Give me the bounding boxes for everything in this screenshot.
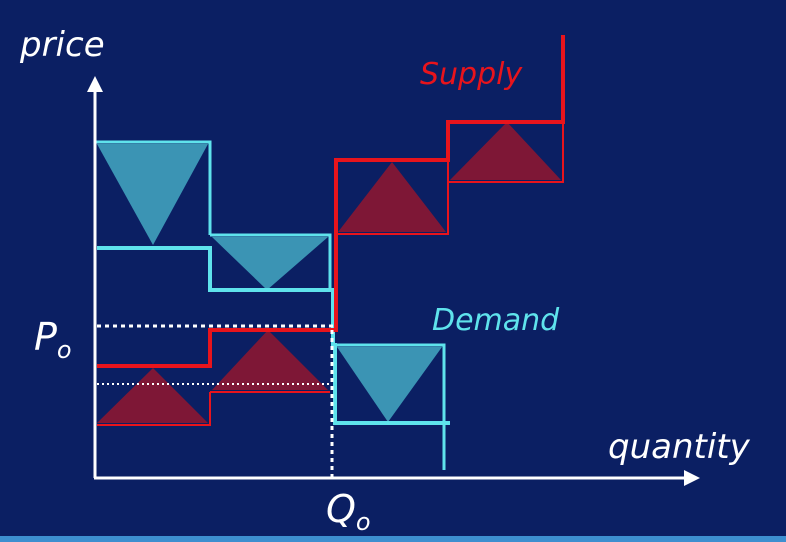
demand-triangle-upper-1 bbox=[97, 144, 208, 245]
x-axis-label: quantity bbox=[608, 427, 751, 467]
bottom-rule bbox=[0, 536, 786, 542]
demand-lower-box bbox=[335, 343, 446, 470]
demand-curve bbox=[97, 246, 450, 425]
demand-triangle-upper-2 bbox=[212, 237, 328, 290]
supply-label: Supply bbox=[420, 57, 523, 92]
supply-triangle-upper-2 bbox=[450, 122, 561, 180]
quantity-marker-label: Qo bbox=[326, 487, 371, 536]
supply-triangle-lower-1 bbox=[97, 368, 208, 423]
supply-curve bbox=[97, 35, 565, 368]
supply-triangle-lower-2 bbox=[212, 330, 328, 390]
demand-label: Demand bbox=[432, 303, 560, 338]
demand-upper-box-1 bbox=[95, 140, 212, 235]
supply-upper-box-1 bbox=[336, 160, 449, 235]
price-marker-label: Po bbox=[34, 315, 72, 364]
supply-upper-box-2 bbox=[448, 122, 564, 183]
y-axis-label: price bbox=[19, 25, 105, 65]
demand-upper-box-2 bbox=[210, 233, 332, 290]
demand-triangle-lower bbox=[337, 347, 442, 422]
supply-lower-box-1 bbox=[97, 392, 211, 426]
y-axis-arrowhead bbox=[87, 76, 103, 92]
x-axis-arrowhead bbox=[684, 470, 700, 486]
supply-triangle-upper-1 bbox=[338, 162, 446, 232]
